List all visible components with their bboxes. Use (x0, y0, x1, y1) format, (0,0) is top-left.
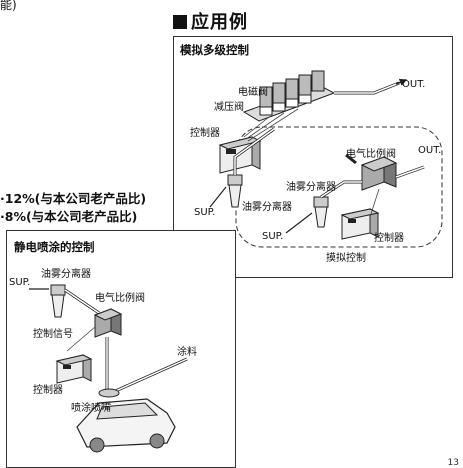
label-proportional-valve: 电气比例阀 (346, 149, 396, 160)
mist-separator-right-icon (313, 196, 329, 228)
section-heading: 应用例 (173, 8, 248, 34)
intro-fragment: 能) (0, 0, 17, 12)
car-icon (76, 398, 176, 453)
intro-line-1: ·12%(与本公司老产品比) (0, 191, 147, 206)
mist-separator-icon (50, 284, 66, 318)
section-heading-text: 应用例 (191, 12, 248, 33)
label-out-top: OUT. (402, 79, 426, 90)
multistage-diagram (209, 70, 443, 248)
label-sup: SUP. (9, 277, 31, 288)
multistage-panel-title: 模拟多级控制 (180, 43, 249, 57)
label-regulator: 减压阀 (214, 102, 244, 113)
label-paint: 涂料 (177, 347, 197, 358)
proportional-valve-right-icon (360, 156, 398, 191)
page-number: 13 (447, 458, 459, 468)
label-spray-nozzle: 喷涂喷嘴 (71, 403, 111, 414)
label-mist-separator-right: 油雾分离器 (286, 182, 336, 193)
label-out-mid: OUT. (418, 145, 442, 156)
label-controller: 控制器 (33, 385, 63, 396)
label-control-signal: 控制信号 (33, 329, 73, 340)
intro-line-2: ·8%(与本公司老产品比) (0, 209, 138, 224)
label-controller-right: 控制器 (374, 233, 404, 244)
label-controller-top: 控制器 (190, 128, 220, 139)
electrostatic-diagram (29, 284, 188, 453)
solenoid-valve-manifold-icon (242, 70, 336, 122)
electrostatic-painting-panel: 静电喷涂的控制 油雾分离器 SUP. 电气比例阀 控制信号 涂料 控制器 喷涂喷… (6, 230, 236, 468)
label-analog-control: 摸拟控制 (326, 253, 366, 264)
square-bullet-icon (173, 15, 187, 29)
controller-icon (55, 354, 93, 384)
label-mist-separator-left: 油雾分离器 (242, 202, 292, 213)
spray-nozzle-icon (98, 388, 120, 398)
label-proportional-valve-left: 电气比例阀 (95, 293, 145, 304)
controller-right-icon (340, 208, 380, 240)
proportional-valve-icon (93, 308, 123, 338)
label-sup-left: SUP. (194, 207, 216, 218)
label-solenoid-valve: 电磁阀 (238, 87, 268, 98)
label-sup-right: SUP. (262, 231, 284, 242)
mist-separator-left-icon (227, 174, 243, 208)
electrostatic-panel-title: 静电喷涂的控制 (14, 240, 95, 254)
label-mist-separator: 油雾分离器 (41, 269, 91, 280)
